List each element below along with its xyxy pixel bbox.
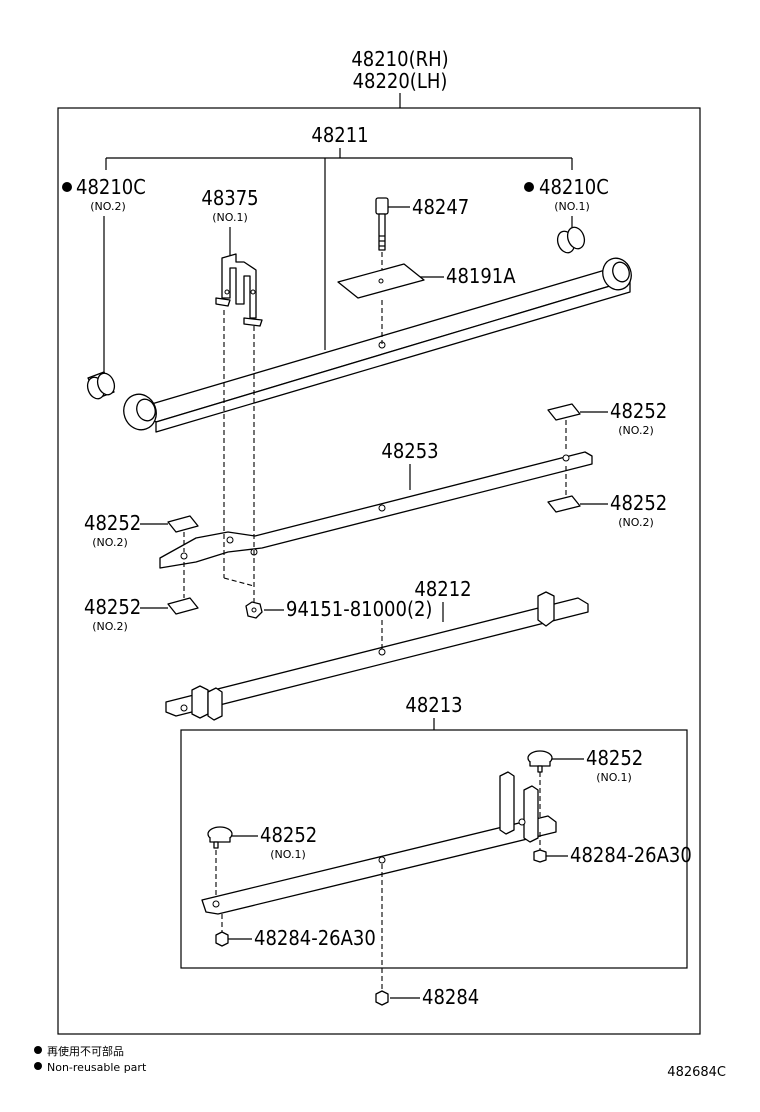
pad-48252-icon <box>547 495 581 513</box>
non-reusable-mark-icon <box>34 1046 42 1054</box>
part-48212-label: 48212 <box>414 577 471 601</box>
main-leaf-48211-icon <box>123 257 632 433</box>
nut-48284-26A30-icon <box>215 931 229 947</box>
pad-48252-no1-icon <box>527 750 553 773</box>
non-reusable-mark-icon <box>62 182 72 192</box>
nut-48284-icon <box>375 990 389 1006</box>
pad-48252-icon <box>167 597 199 615</box>
part-48252-l2-sub: (NO.2) <box>92 620 128 633</box>
part-48375-label: 48375 <box>201 186 258 210</box>
part-48252-n1a-label: 48252 <box>586 746 643 770</box>
diagram-code: 482684C <box>667 1065 726 1080</box>
leaf-48253-icon <box>159 451 593 569</box>
part-48191A-label: 48191A <box>446 264 516 288</box>
bushing-right-label: 48210C <box>539 175 609 199</box>
assembly-frame <box>57 107 701 1035</box>
assembly-lh-label: 48220(LH) <box>353 69 448 93</box>
part-48213-label: 48213 <box>405 693 462 717</box>
legend-jp: 再使用不可部品 <box>47 1044 124 1058</box>
part-48252-l2-label: 48252 <box>84 595 141 619</box>
part-48252-r1-sub: (NO.2) <box>618 424 654 437</box>
assembly-rh-label: 48210(RH) <box>351 47 448 71</box>
part-48253-label: 48253 <box>381 439 438 463</box>
part-48252-r2-sub: (NO.2) <box>618 516 654 529</box>
part-48247-label: 48247 <box>412 195 469 219</box>
pad-48252-icon <box>547 403 581 421</box>
bushing-right-sub: (NO.1) <box>554 200 590 213</box>
nut-48284-26A30-icon <box>533 849 547 863</box>
nut-94151-icon <box>245 601 263 619</box>
part-48284-26A30-b-label: 48284-26A30 <box>254 926 376 950</box>
bushing-left-label: 48210C <box>76 175 146 199</box>
pad-48252-no1-icon <box>207 826 233 849</box>
part-48252-l1-sub: (NO.2) <box>92 536 128 549</box>
part-48375-sub: (NO.1) <box>212 211 248 224</box>
plate-48191A-icon <box>337 263 425 299</box>
non-reusable-mark-icon <box>524 182 534 192</box>
bushing-right-icon <box>556 226 586 254</box>
non-reusable-mark-icon <box>34 1062 42 1070</box>
part-48252-n1b-sub: (NO.1) <box>270 848 306 861</box>
part-48252-n1b-label: 48252 <box>260 823 317 847</box>
leaf-48212-icon <box>165 591 589 721</box>
part-48252-r1-label: 48252 <box>610 399 667 423</box>
part-48252-l1-label: 48252 <box>84 511 141 535</box>
bolt-48247-icon <box>375 197 389 251</box>
pad-48252-icon <box>167 515 199 533</box>
part-94151-label: 94151-81000(2) <box>286 597 432 621</box>
part-48211-label: 48211 <box>311 123 368 147</box>
part-48284-26A30-a-label: 48284-26A30 <box>570 843 692 867</box>
part-48252-n1a-sub: (NO.1) <box>596 771 632 784</box>
sub-assembly-48213-frame <box>180 729 688 969</box>
part-48284-label: 48284 <box>422 985 479 1009</box>
leaf-48213-icon <box>201 771 557 915</box>
bushing-left-sub: (NO.2) <box>90 200 126 213</box>
part-48252-r2-label: 48252 <box>610 491 667 515</box>
clip-48375-icon <box>215 253 263 327</box>
bushing-left-icon <box>86 371 116 400</box>
legend-en: Non-reusable part <box>47 1061 147 1074</box>
